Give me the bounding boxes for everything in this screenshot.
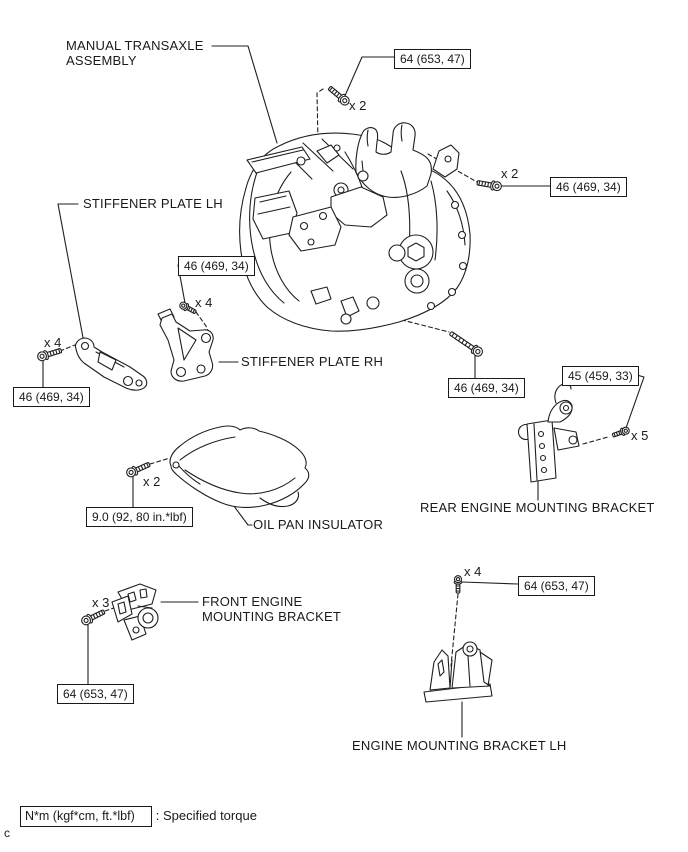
torque-box-rear-bracket: 45 (459, 33) [562, 366, 639, 386]
qty-transaxle-right: x 2 [501, 166, 519, 181]
label-front-engine-mounting-bracket: FRONT ENGINE MOUNTING BRACKET [202, 594, 341, 624]
torque-box-stiffener-rh: 46 (469, 34) [178, 256, 255, 276]
qty-stiffener-rh: x 4 [195, 295, 213, 310]
qty-front-bracket: x 3 [92, 595, 110, 610]
torque-box-front-bracket: 64 (653, 47) [57, 684, 134, 704]
qty-stiffener-lh: x 4 [44, 335, 62, 350]
torque-box-engine-bracket-lh: 64 (653, 47) [518, 576, 595, 596]
label-rear-engine-mounting-bracket: REAR ENGINE MOUNTING BRACKET [420, 500, 655, 515]
oil-pan-insulator-drawing [169, 425, 310, 508]
label-engine-mounting-bracket-lh: ENGINE MOUNTING BRACKET LH [352, 738, 567, 753]
bolt-front-bracket [79, 606, 107, 628]
torque-legend: N*m (kgf*cm, ft.*lbf) : Specified torque [20, 806, 257, 827]
bolt-transaxle-top [325, 83, 352, 108]
manual-transaxle-assembly-drawing [239, 122, 471, 332]
torque-box-transaxle-right: 46 (469, 34) [550, 177, 627, 197]
qty-rear-bracket: x 5 [631, 428, 649, 443]
stiffener-plate-rh-drawing [157, 308, 214, 382]
leader-lines [42, 45, 645, 738]
front-engine-mounting-bracket-drawing [111, 583, 159, 641]
torque-box-transaxle-top: 64 (653, 47) [394, 49, 471, 69]
bolt-rear-bracket [610, 425, 631, 440]
qty-transaxle-top: x 2 [349, 98, 367, 113]
label-stiffener-plate-rh: STIFFENER PLATE RH [241, 354, 384, 369]
torque-unit-box: N*m (kgf*cm, ft.*lbf) [20, 806, 152, 827]
torque-box-transaxle-lower: 46 (469, 34) [448, 378, 525, 398]
bolt-engine-bracket-lh [453, 575, 463, 594]
stiffener-plate-lh-drawing [74, 337, 148, 391]
page-marker: c [4, 826, 10, 840]
engine-mounting-bracket-lh-drawing [423, 641, 493, 703]
label-oil-pan-insulator: OIL PAN INSULATOR [253, 517, 384, 532]
bolt-transaxle-right [475, 177, 503, 193]
rear-engine-mounting-bracket-drawing [517, 382, 580, 483]
torque-legend-note: : Specified torque [155, 808, 257, 823]
qty-engine-bracket-lh: x 4 [464, 564, 482, 579]
label-manual-transaxle-assembly: MANUAL TRANSAXLE ASSEMBLY [66, 38, 204, 68]
torque-box-oil-pan: 9.0 (92, 80 in.*lbf) [86, 507, 193, 527]
bolt-transaxle-lower [447, 328, 485, 359]
label-stiffener-plate-lh: STIFFENER PLATE LH [83, 196, 223, 211]
qty-oil-pan: x 2 [143, 474, 161, 489]
torque-box-stiffener-lh: 46 (469, 34) [13, 387, 90, 407]
